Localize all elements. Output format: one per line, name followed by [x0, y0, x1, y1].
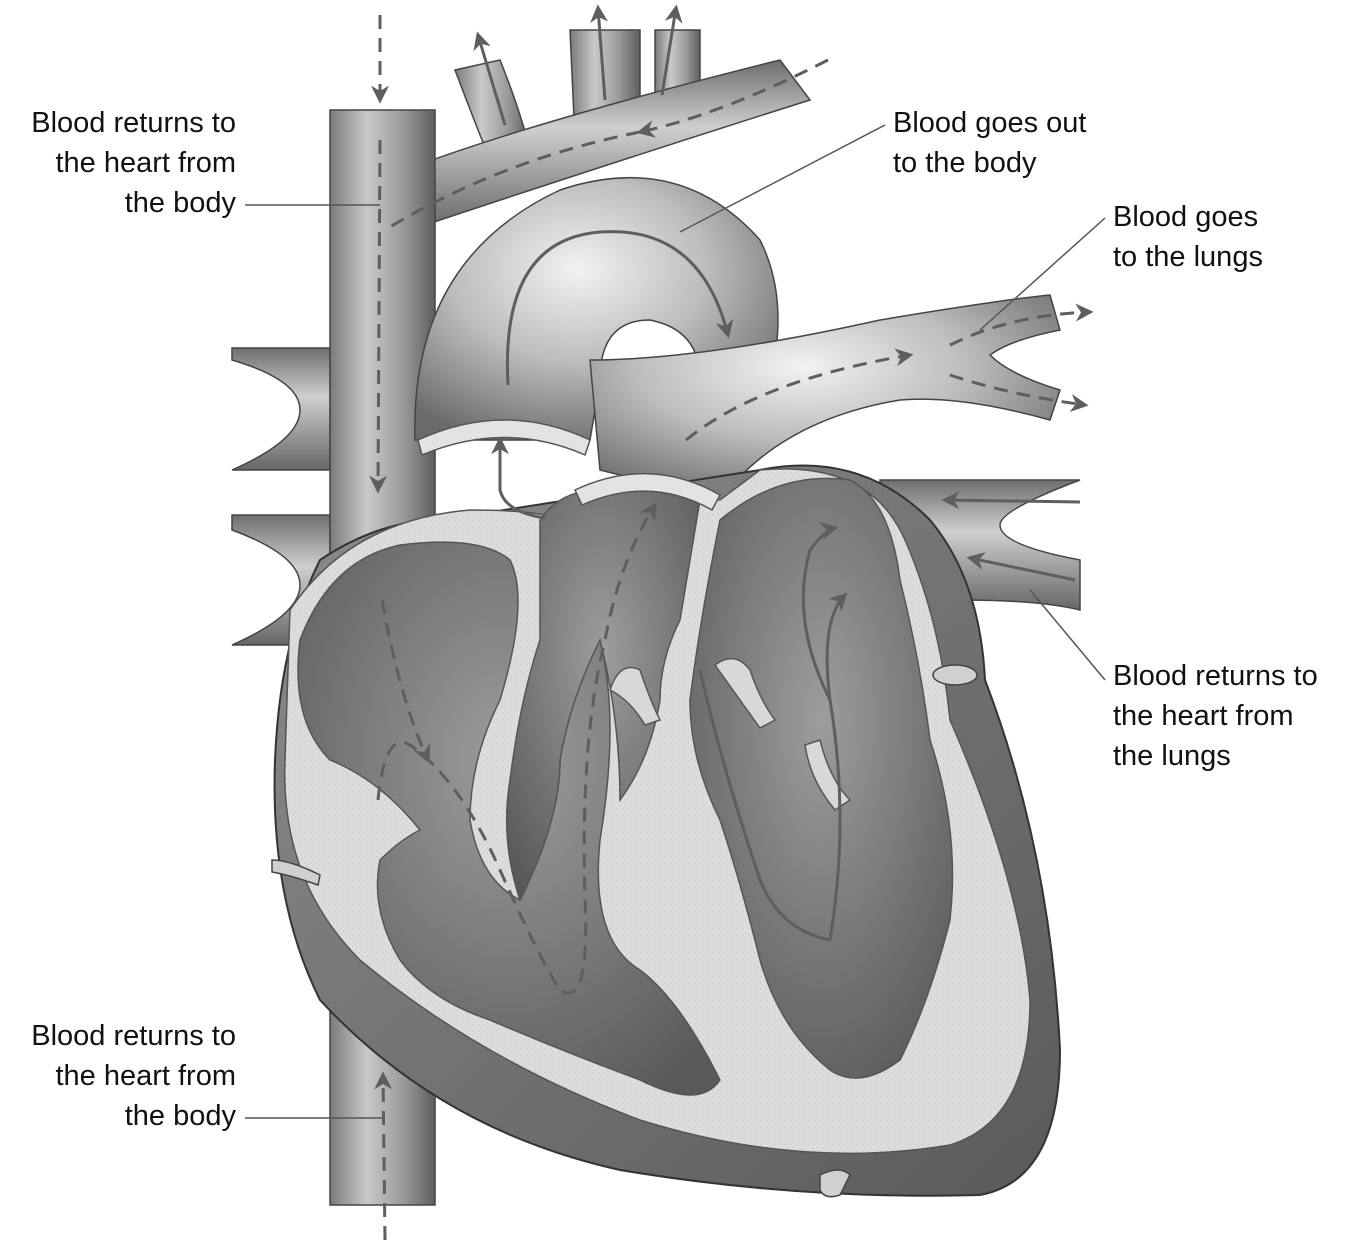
- papillary-muscles: [609, 657, 852, 811]
- flow-arrows-solid: [473, 4, 1081, 942]
- pulmonary-trunk: [589, 294, 1061, 501]
- leader-lines: [245, 124, 1106, 1119]
- label-line: Blood returns to: [31, 1020, 236, 1052]
- label-line: the lungs: [1113, 740, 1231, 772]
- label-line: the heart from: [1113, 700, 1294, 732]
- pulmonary-valve: [574, 472, 722, 512]
- aortic-arch: [414, 176, 779, 441]
- label-line: Blood returns to: [1113, 660, 1318, 692]
- label-line: the heart from: [55, 1060, 236, 1092]
- label-inferior-vena-cava: Blood returns to the heart from the body: [0, 1016, 236, 1136]
- flow-arrows-dashed: [369, 15, 1094, 1241]
- label-line: Blood returns to: [31, 107, 236, 139]
- label-pulmonary-artery: Blood goes to the lungs: [1113, 197, 1313, 277]
- label-pulmonary-veins: Blood returns to the heart from the lung…: [1113, 656, 1349, 776]
- label-line: the heart from: [55, 147, 236, 179]
- label-line: to the body: [893, 147, 1037, 179]
- horizontal-vein: [378, 59, 812, 231]
- label-line: Blood goes out: [893, 107, 1087, 139]
- coronary-vessels: [271, 664, 978, 1198]
- label-line: the body: [124, 187, 236, 219]
- label-line: the body: [124, 1100, 236, 1132]
- label-aorta: Blood goes out to the body: [893, 103, 1153, 183]
- label-line: Blood goes: [1113, 201, 1259, 233]
- right-chamber: [297, 541, 721, 1096]
- label-line: to the lungs: [1113, 241, 1263, 273]
- label-superior-vena-cava: Blood returns to the heart from the body: [0, 103, 236, 223]
